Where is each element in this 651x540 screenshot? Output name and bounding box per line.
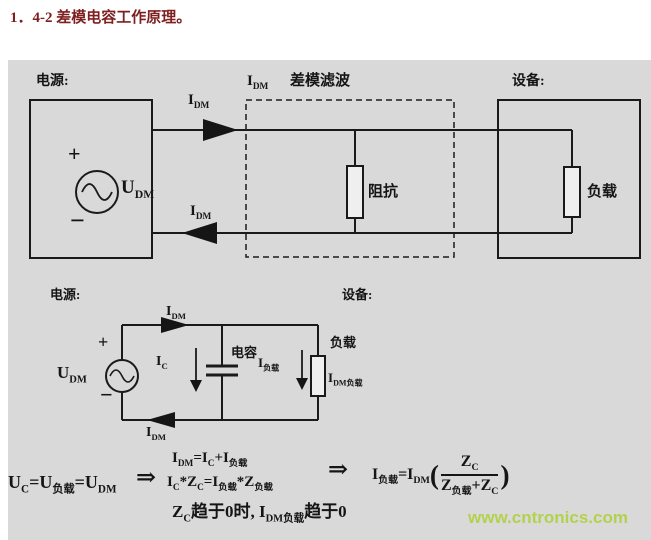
d1-minus-sign: −	[70, 206, 85, 235]
d2-current-arrow-right-icon	[161, 317, 189, 333]
d2-load-label: 负载	[330, 335, 357, 350]
d2-idm-bottom-label: IDM	[146, 425, 166, 442]
implies-arrow-2: ⇒	[328, 457, 349, 483]
open-paren: (	[429, 460, 439, 491]
page-title: 1．4-2 差模电容工作原理。	[10, 10, 192, 26]
formula-limit: ZC趋于0时, IDM负载趋于0	[172, 502, 347, 525]
d1-current-arrow-right-icon	[203, 119, 238, 141]
d2-sine-wave-icon	[109, 369, 135, 383]
d2-plus-sign: +	[98, 332, 109, 352]
d1-idm-top-label: IDM	[188, 92, 210, 111]
d1-device-label: 设备:	[512, 74, 545, 89]
d1-idm-filter-label: IDM	[247, 73, 269, 92]
d1-filter-dashed-box	[245, 99, 455, 258]
d2-iload-arrowhead-icon	[296, 378, 308, 390]
d2-ic-label: IC	[156, 354, 168, 371]
d2-load-resistor-icon	[310, 355, 326, 397]
d2-power-label: 电源:	[50, 287, 81, 302]
d2-capacitor-label: 电容	[231, 345, 258, 360]
fraction-numerator: ZC	[440, 453, 499, 477]
d2-idm-top-label: IDM	[166, 304, 186, 321]
d1-load-label: 负载	[587, 184, 618, 200]
d2-minus-sign: −	[100, 382, 113, 407]
d2-iload-label: I负载	[258, 355, 280, 373]
d2-current-arrow-left-icon	[147, 412, 175, 428]
formula-uc-chain: UC=U负载=UDM	[8, 472, 117, 496]
formula-current-sum: IDM=IC+I负载	[172, 450, 248, 469]
d1-power-source-box	[29, 99, 153, 259]
close-paren: )	[500, 460, 510, 491]
d1-sine-wave-icon	[81, 183, 113, 201]
d2-idm-load-label: IDM负载	[328, 370, 363, 388]
diagram-background	[8, 60, 651, 540]
d1-udm-label: UDM	[121, 177, 155, 201]
d1-device-box	[497, 99, 641, 259]
d1-current-arrow-left-icon	[182, 222, 217, 244]
d1-impedance-resistor-icon	[346, 165, 364, 219]
fraction-denominator: Z负载+ZC	[440, 477, 499, 498]
formula-impedance-product: IC*ZC=I负载*Z负载	[167, 474, 273, 493]
d1-load-resistor-icon	[563, 166, 581, 218]
d1-idm-bottom-label: IDM	[190, 203, 212, 222]
watermark: www.cntronics.com	[468, 508, 628, 527]
d1-power-label: 电源:	[36, 74, 69, 89]
d1-plus-sign: +	[68, 141, 81, 166]
d1-impedance-label: 阻抗	[368, 184, 399, 200]
d1-ac-source-icon	[75, 170, 119, 214]
d1-filter-title: 差模滤波	[290, 73, 351, 89]
implies-arrow-1: ⇒	[136, 465, 157, 491]
d2-ic-arrowhead-icon	[190, 380, 202, 392]
d2-udm-label: UDM	[57, 363, 87, 386]
d2-device-label: 设备:	[342, 287, 373, 302]
